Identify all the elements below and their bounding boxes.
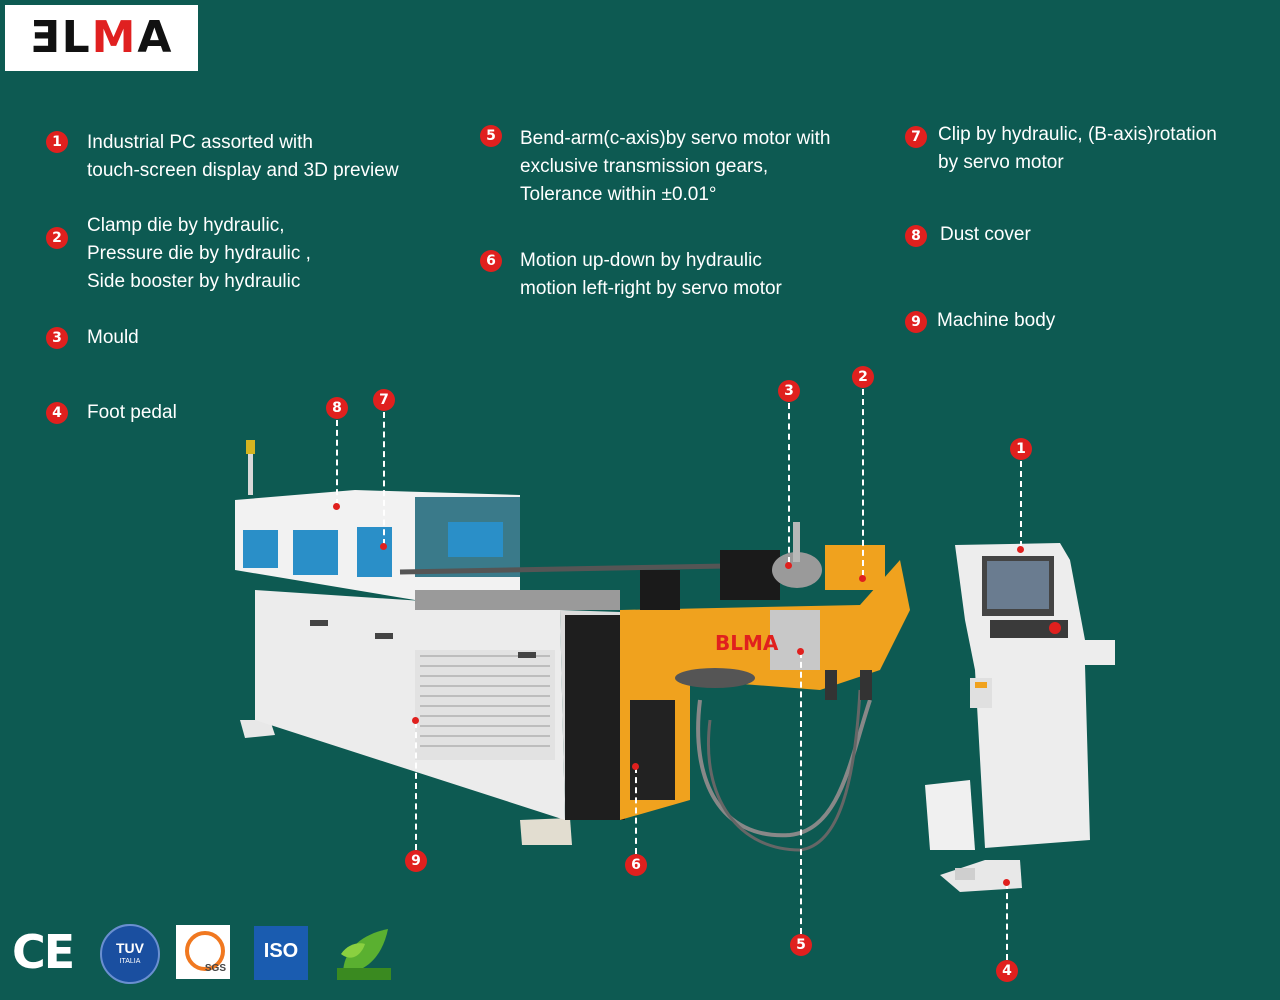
dust-cover-window-1 (243, 530, 278, 568)
iso-logo-text: ISO (263, 940, 299, 962)
tuv-logo: TUV ITALIA (100, 924, 160, 984)
machine-foot-right (520, 818, 572, 845)
eco-leaf-icon (337, 929, 391, 980)
feature-5: Bend-arm(c-axis)by servo motor with excl… (520, 128, 831, 205)
callout-4: 4 (996, 960, 1018, 982)
feature-7: Clip by hydraulic, (B-axis)rotation by s… (938, 124, 1217, 173)
dust-cover-window-4 (448, 522, 503, 557)
signal-light (246, 440, 255, 454)
feature-4: Foot pedal (87, 402, 177, 423)
bellows-cover (565, 615, 625, 820)
mould-die (772, 552, 822, 588)
vent-holes (420, 655, 550, 747)
eco-leaf-logo (333, 924, 395, 982)
machine-logo: BLMA (715, 631, 779, 655)
gear-base (675, 668, 755, 688)
feature-1: Industrial PC assorted with touch-screen… (87, 132, 399, 181)
brand-logo-text: ƎLMA (29, 12, 174, 63)
callout-3-dot (785, 562, 792, 569)
feature-number-6: 6 (480, 250, 502, 272)
panel-handle-2 (518, 652, 536, 658)
hydraulic-cylinder-1 (825, 670, 837, 700)
console-touchscreen (987, 561, 1049, 609)
callout-2-dot (859, 575, 866, 582)
ce-mark: CE (12, 925, 75, 979)
callout-6-dot (632, 763, 639, 770)
bend-motor-block (720, 550, 780, 600)
feature-2: Clamp die by hydraulic, Pressure die by … (87, 215, 311, 292)
dust-cover-window-2 (293, 530, 338, 575)
feature-number-4: 4 (46, 402, 68, 424)
console-base-side (925, 780, 975, 850)
emergency-stop-button (1049, 622, 1061, 634)
dust-cover-window-3 (357, 527, 392, 577)
panel-handle-3 (310, 620, 328, 626)
control-console (955, 543, 1115, 848)
mould-spindle (793, 522, 800, 562)
feature-number-2: 2 (46, 227, 68, 249)
pipe-rod (399, 562, 781, 575)
callout-9-dot (412, 717, 419, 724)
bend-die-column (770, 610, 820, 670)
sgs-logo-text: SGS (204, 963, 226, 974)
hose-2 (707, 689, 862, 852)
callout-2: 2 (852, 366, 874, 388)
panel-handle-1 (375, 633, 393, 639)
feature-number-8: 8 (905, 225, 927, 247)
foot-pedal-plate (955, 868, 975, 880)
callout-9-leader (415, 722, 417, 850)
feature-number-7: 7 (905, 126, 927, 148)
feature-6: Motion up-down by hydraulic motion left-… (520, 250, 782, 299)
feature-number-3: 3 (46, 327, 68, 349)
signal-light-pole (248, 440, 253, 495)
feature-number-1: 1 (46, 131, 68, 153)
feature-8: Dust cover (940, 224, 1031, 245)
callout-5-dot (797, 648, 804, 655)
callout-4-leader (1006, 883, 1008, 960)
feature-number-5: 5 (480, 125, 502, 147)
console-button-panel (990, 620, 1068, 638)
iso-logo: ISO (254, 926, 308, 980)
callout-1: 1 (1010, 438, 1032, 460)
callout-7-leader (383, 412, 385, 545)
hydraulic-unit (630, 700, 675, 800)
callout-6: 6 (625, 854, 647, 876)
hose-1 (696, 699, 872, 838)
callout-1-leader (1020, 461, 1022, 547)
carriage-block (640, 570, 680, 610)
console-switch (975, 682, 987, 688)
feature-3: Mould (87, 327, 139, 348)
callout-7-dot (380, 543, 387, 550)
feature-number-9: 9 (905, 311, 927, 333)
callout-6-leader (635, 767, 637, 854)
callout-8-leader (336, 420, 338, 505)
callout-9: 9 (405, 850, 427, 872)
callout-5: 5 (790, 934, 812, 956)
callout-4-dot (1003, 879, 1010, 886)
sgs-check-icon (185, 931, 225, 971)
bending-head (620, 560, 910, 820)
callout-1-dot (1017, 546, 1024, 553)
machine-foot-left (240, 720, 275, 738)
callout-3: 3 (778, 380, 800, 402)
callout-7: 7 (373, 389, 395, 411)
clamp-block (825, 545, 885, 590)
feature-9: Machine body (937, 310, 1056, 331)
hydraulic-cylinder-2 (860, 670, 872, 700)
callout-2-leader (862, 389, 864, 576)
brand-logo: ƎLMA (5, 5, 198, 71)
foot-pedal (940, 860, 1022, 892)
callout-8-dot (333, 503, 340, 510)
tuv-logo-text: TUV (116, 940, 144, 956)
callout-8: 8 (326, 397, 348, 419)
tuv-logo-subtext: ITALIA (119, 958, 141, 965)
sgs-logo: SGS (176, 925, 230, 979)
callout-3-leader (788, 403, 790, 563)
callout-5-leader (800, 652, 802, 934)
machine-rail (415, 590, 620, 610)
machine-body-side (255, 590, 565, 820)
